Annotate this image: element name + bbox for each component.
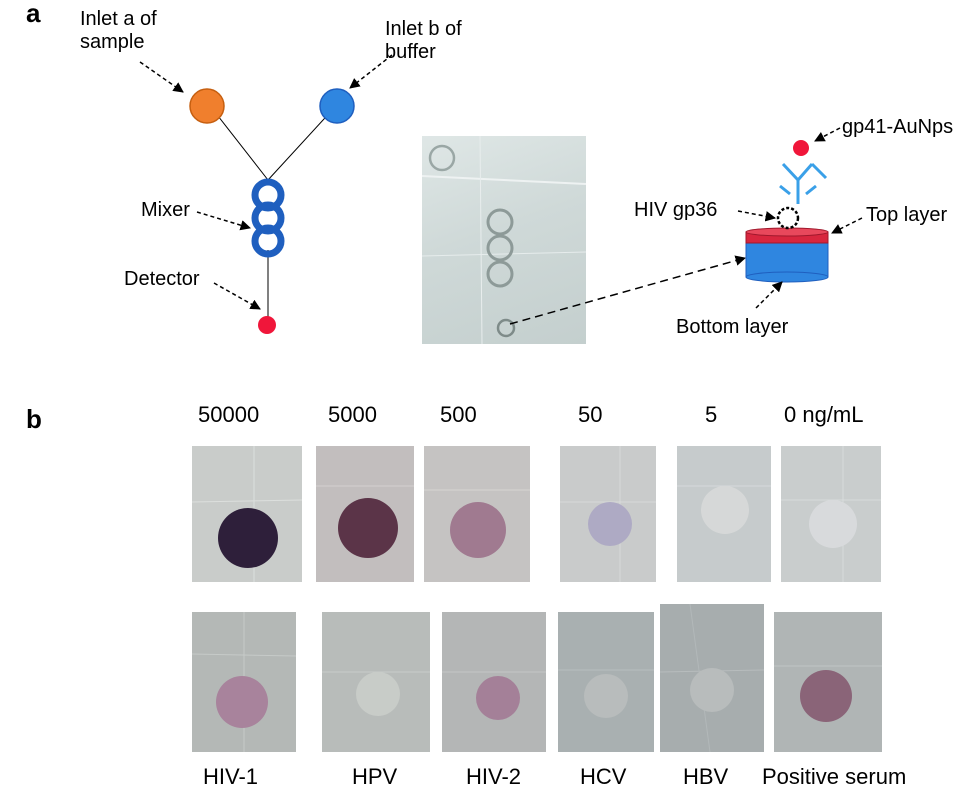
detection-spot xyxy=(800,670,852,722)
detector-label: Detector xyxy=(124,268,200,290)
gp36-label: HIV gp36 xyxy=(634,199,718,221)
sample-photo-hbv xyxy=(660,604,764,752)
detection-spot xyxy=(356,672,400,716)
detection-spot xyxy=(584,674,628,718)
detection-spot xyxy=(701,486,749,534)
conc-photo-0 xyxy=(781,446,881,582)
sample-label-hbv: HBV xyxy=(683,764,729,789)
detection-spot xyxy=(338,498,398,558)
inlet-a-arrow xyxy=(139,61,184,93)
gp36-arrow xyxy=(737,210,777,222)
conc-label-5: 5 xyxy=(705,402,718,427)
bottom-layer-arrow xyxy=(755,281,783,309)
detection-spot xyxy=(476,676,520,720)
sample-photo-hcv xyxy=(558,612,654,752)
mixer-label: Mixer xyxy=(141,199,190,221)
inlet-a-label: Inlet a of sample xyxy=(80,8,157,53)
channel-a xyxy=(210,106,269,181)
inlet-b-label: Inlet b of buffer xyxy=(385,18,462,63)
conc-photo-50 xyxy=(560,446,656,582)
conc-label-5000: 5000 xyxy=(328,402,377,427)
conc-label-500: 500 xyxy=(440,402,477,427)
conc-photo-50000 xyxy=(192,446,302,582)
detector-arrow xyxy=(213,282,261,310)
panel-b-label: b xyxy=(26,404,42,434)
sample-label-positive-serum: Positive serum xyxy=(762,764,907,789)
detection-spot xyxy=(450,502,506,558)
inlet-a-circle xyxy=(189,88,225,124)
sample-photo-hpv xyxy=(322,612,430,752)
gp41-arrow xyxy=(814,127,841,142)
detection-spot xyxy=(216,676,268,728)
chip-photo xyxy=(422,136,586,344)
mixer-arrow xyxy=(196,211,252,231)
sample-label-hcv: HCV xyxy=(580,764,627,789)
bottom-layer-label: Bottom layer xyxy=(676,316,789,338)
gp36-antigen xyxy=(776,206,800,230)
antibody xyxy=(779,162,828,204)
sample-label-hiv1: HIV-1 xyxy=(203,764,259,789)
bottom-layer-shape xyxy=(745,240,829,278)
sample-photo-hiv2 xyxy=(442,612,546,752)
gold-nanoparticle xyxy=(793,140,809,156)
detection-spot xyxy=(690,668,734,712)
mixer-ring-3 xyxy=(251,224,285,258)
spot-50000 xyxy=(218,508,278,568)
detector-dot xyxy=(258,316,276,334)
top-layer-arrow xyxy=(831,217,863,234)
sample-label-hiv2: HIV-2 xyxy=(466,764,522,789)
gp41-label: gp41-AuNps xyxy=(842,116,954,138)
detection-spot xyxy=(588,502,632,546)
sample-photo-positive-serum xyxy=(774,612,882,752)
channel-b xyxy=(267,106,336,181)
inlet-b-arrow xyxy=(349,54,393,89)
conc-photo-5 xyxy=(677,446,771,582)
panel-a-label: a xyxy=(26,0,41,28)
inlet-b-circle xyxy=(319,88,355,124)
conc-label-0: 0 ng/mL xyxy=(784,402,864,427)
conc-label-50000: 50000 xyxy=(198,402,260,427)
conc-label-50: 50 xyxy=(578,402,603,427)
detection-spot xyxy=(809,500,857,548)
top-layer-label: Top layer xyxy=(866,204,948,226)
conc-photo-500 xyxy=(424,446,530,582)
sample-photo-hiv1 xyxy=(192,612,296,752)
conc-photo-5000 xyxy=(316,446,414,582)
photo-to-device-arrow xyxy=(509,255,747,325)
sample-label-hpv: HPV xyxy=(352,764,398,789)
